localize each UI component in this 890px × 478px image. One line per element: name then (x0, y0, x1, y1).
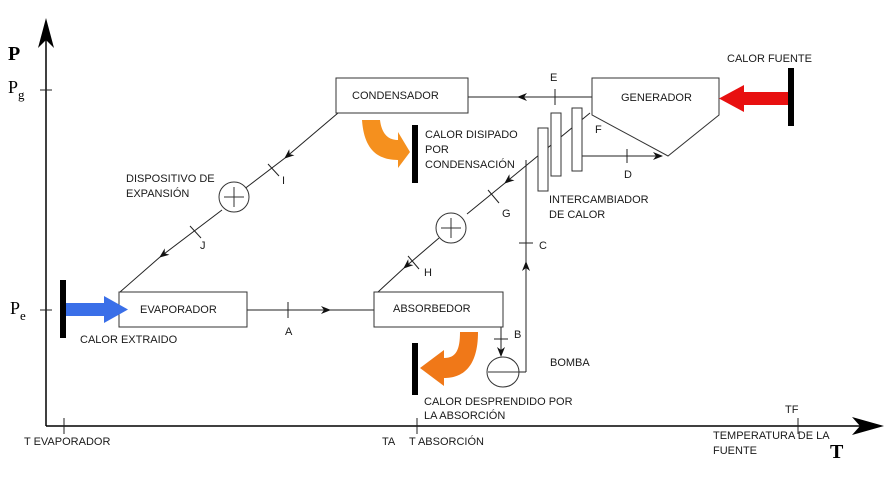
x-axis-label: T (830, 441, 844, 463)
point-e: E (550, 72, 557, 84)
calor-desprendido-bar (412, 343, 418, 395)
intercambiador-icon (537, 107, 583, 192)
tf-label: TF (785, 404, 799, 416)
line-valvula-absorbedor (403, 237, 440, 269)
absorbedor-label: ABSORBEDOR (393, 303, 471, 315)
evaporador-box (118, 291, 248, 328)
condensador-box (335, 77, 469, 114)
point-b: B (514, 329, 521, 341)
point-f: F (595, 124, 602, 136)
temperatura-fuente-label-2: FUENTE (713, 445, 757, 457)
x-axis-arrowhead (852, 417, 884, 435)
tick-g (487, 189, 500, 204)
tick-j (189, 225, 202, 239)
calor-fuente-arrow-icon (719, 85, 788, 112)
point-c: C (539, 240, 547, 252)
point-h: H (424, 267, 432, 279)
calor-disipado-arrow-icon (362, 120, 410, 168)
bomba-icon (486, 356, 520, 388)
line-valvula-absorbedor-2 (377, 267, 405, 293)
point-i: I (282, 175, 285, 187)
t-absorcion-label: T ABSORCIÓN (409, 435, 484, 448)
calor-fuente-bar (788, 68, 794, 126)
temperatura-fuente-label-1: TEMPERATURA DE LA (713, 430, 830, 442)
line-valvula-evaporador (159, 209, 223, 258)
point-a: A (285, 326, 293, 338)
pg-label: Pg (8, 77, 25, 102)
intercambiador-label-2: DE CALOR (549, 209, 605, 221)
evaporador-label: EVAPORADOR (140, 304, 217, 316)
state-points: A B C D E F G H I J (200, 72, 632, 341)
absorbedor-box (373, 291, 504, 328)
generador-label: GENERADOR (621, 92, 692, 104)
calor-extraido-bar (60, 280, 66, 338)
line-condensador-valvula-2 (242, 157, 286, 191)
generador-box (591, 77, 720, 157)
dispositivo-label-1: DISPOSITIVO DE (126, 173, 215, 185)
axes: P T Pg Pe T EVAPORADOR TA T ABSORCIÓN TF… (8, 18, 884, 463)
calor-desprendido-label-1: CALOR DESPRENDIDO POR (424, 396, 573, 408)
heat-transfers: CALOR FUENTE CALOR DISIPADO POR CONDENSA… (60, 53, 812, 422)
calor-disipado-label-3: CONDENSACIÓN (425, 158, 515, 171)
calor-disipado-label-1: CALOR DISIPADO (425, 129, 518, 141)
condensador-label: CONDENSADOR (352, 90, 439, 102)
valvula-expansion-icon (218, 181, 250, 213)
point-g: G (502, 208, 511, 220)
calor-extraido-arrow-icon (66, 296, 128, 323)
calor-disipado-label-2: POR (425, 144, 449, 156)
pe-label: Pe (10, 298, 26, 323)
components: CONDENSADOR GENERADOR EVAPORADOR ABSORBE… (118, 77, 720, 388)
calor-desprendido-label-2: LA ABSORCIÓN (424, 409, 505, 422)
calor-desprendido-arrow-icon (420, 332, 478, 386)
line-condensador-valvula (284, 112, 339, 159)
bomba-label: BOMBA (550, 357, 590, 369)
y-axis-label: P (8, 43, 20, 65)
calor-disipado-bar (412, 125, 418, 183)
valvula-solucion-icon (435, 212, 467, 244)
calor-fuente-label: CALOR FUENTE (727, 53, 812, 65)
intercambiador-label-1: INTERCAMBIADOR (549, 194, 649, 206)
calor-extraido-label: CALOR EXTRAIDO (80, 334, 178, 346)
dispositivo-label-2: EXPANSIÓN (126, 187, 189, 200)
line-intercambiador-valvula (466, 182, 506, 215)
point-d: D (624, 169, 632, 181)
tick-h (407, 255, 420, 270)
point-j: J (200, 240, 206, 252)
line-valvula-evaporador-2 (119, 256, 161, 293)
tick-i (267, 163, 280, 177)
t-evaporador-label: T EVAPORADOR (24, 436, 110, 448)
ta-label: TA (382, 436, 396, 448)
y-axis-arrowhead (38, 18, 54, 48)
